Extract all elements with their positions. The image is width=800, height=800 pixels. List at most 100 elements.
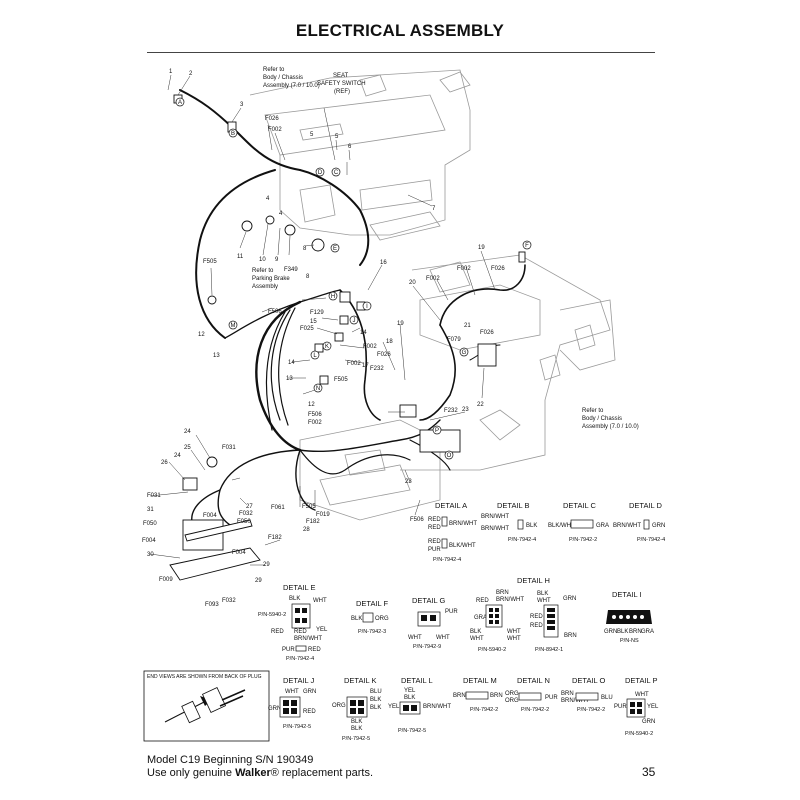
detail-a-wire-4: RED xyxy=(428,539,441,545)
starter xyxy=(419,429,461,453)
ignition-part xyxy=(284,224,296,236)
fcode-f002d: F002 xyxy=(363,344,377,350)
refer-body-right-1: Refer to xyxy=(582,408,604,414)
detail-h2-wire-6: BRN xyxy=(564,633,577,639)
detail-f: DETAIL F BLK ORG P/N-7942-3 xyxy=(351,599,389,635)
fcode-f182a: F182 xyxy=(306,519,320,525)
fcode-f050b: F050 xyxy=(237,519,251,525)
detail-e-wire-4: RED xyxy=(294,629,307,635)
bubble-g xyxy=(459,347,469,357)
detail-g: DETAIL G PUR WHT WHT P/N-7942-9 xyxy=(408,596,458,650)
detail-n-pn: P/N-7942-2 xyxy=(521,707,549,713)
part-3: 3 xyxy=(240,102,244,108)
detail-p-wire-3: YEL xyxy=(647,704,659,710)
letter-e: E xyxy=(333,246,337,252)
plug-f xyxy=(518,251,526,263)
detail-m-pn: P/N-7942-2 xyxy=(470,707,498,713)
letter-p: P xyxy=(435,428,439,434)
detail-p-wire-2: PUR xyxy=(614,704,627,710)
wiring-harness xyxy=(179,89,526,529)
detail-p-title: DETAIL P xyxy=(625,676,658,685)
solenoid xyxy=(399,404,417,418)
detail-c-wire-2: GRA xyxy=(596,523,609,529)
detail-h-pn: P/N-5940-2 xyxy=(478,647,506,653)
fcode-f506c: F506 xyxy=(410,517,424,523)
detail-c-wire-1: BLK/WHT xyxy=(548,523,575,529)
detail-h-wire-6: WHT xyxy=(470,636,484,642)
detail-f-wire-2: ORG xyxy=(375,616,389,622)
detail-o-pn: P/N-7942-2 xyxy=(577,707,605,713)
detail-l: DETAIL L YEL BLK YEL BRN/WHT P/N-7942-5 xyxy=(388,676,451,734)
detail-i-pn: P/N-NS xyxy=(620,638,639,644)
part-12b: 12 xyxy=(308,402,315,408)
detail-c-title: DETAIL C xyxy=(563,501,597,510)
page-number: 35 xyxy=(642,765,656,779)
detail-c: DETAIL C BLK/WHT GRA P/N-7942-2 xyxy=(548,501,609,543)
detail-a-wire-2: RED xyxy=(428,525,441,531)
detail-a-wire-6: BLK/WHT xyxy=(449,543,476,549)
part-10: 10 xyxy=(259,257,266,263)
detail-b-pn: P/N-7942-4 xyxy=(508,537,536,543)
part-20: 20 xyxy=(409,280,416,286)
detail-k-wire-3: BLK xyxy=(370,705,381,711)
fcode-f232a: F232 xyxy=(370,366,384,372)
detail-d-wire-1: BRN/WHT xyxy=(613,523,641,529)
detail-k-wire-6: BLK xyxy=(351,726,362,732)
detail-m-title: DETAIL M xyxy=(463,676,497,685)
bubble-b xyxy=(228,128,238,138)
detail-h-wire-3: RED xyxy=(476,598,489,604)
detail-l-title: DETAIL L xyxy=(401,676,433,685)
detail-g-wire-1: PUR xyxy=(445,609,458,615)
detail-h2-wire-1: BLK xyxy=(537,591,548,597)
connector-n xyxy=(319,375,329,385)
detail-d-pn: P/N-7942-4 xyxy=(637,537,665,543)
detail-j-pn: P/N-7942-5 xyxy=(283,724,311,730)
connector-k xyxy=(334,332,344,342)
detail-e-wire-3: RED xyxy=(271,629,284,635)
detail-a-wire-5: PUR xyxy=(428,547,441,553)
letter-m: M xyxy=(231,323,236,329)
detail-o-title: DETAIL O xyxy=(572,676,606,685)
title-rule xyxy=(147,52,655,53)
parking-brake-1: Refer to xyxy=(252,268,274,274)
part-31: 31 xyxy=(147,507,154,513)
letter-c: C xyxy=(334,170,339,176)
end-views-note: END VIEWS ARE SHOWN FROM BACK OF PLUG xyxy=(147,674,262,680)
detail-e-wire-1: BLK xyxy=(289,596,300,602)
fcode-f009: F009 xyxy=(159,577,173,583)
part-24b: 24 xyxy=(174,453,181,459)
fcode-f004c: F004 xyxy=(232,550,246,556)
bubble-k xyxy=(322,341,332,351)
detail-h2-wire-3: GRN xyxy=(563,596,576,602)
detail-h-wire-4: GRA xyxy=(474,615,487,621)
ground-post xyxy=(207,295,217,305)
footer-model: Model C19 Beginning S/N 190349 xyxy=(147,754,314,766)
detail-a: DETAIL A RED RED BRN/WHT RED PUR BLK/WHT… xyxy=(428,501,477,563)
detail-m-wire-1: BRN xyxy=(453,693,466,699)
detail-e-wire-6: YEL xyxy=(316,627,328,633)
detail-n-wire-2: ORG xyxy=(505,698,519,704)
letter-f: F xyxy=(525,243,529,249)
detail-i-wire-3: BRN xyxy=(629,629,642,635)
bubble-h xyxy=(328,291,338,301)
detail-b-wire-1: BRN/WHT xyxy=(481,514,509,520)
fcode-f026c: F026 xyxy=(480,330,494,336)
detail-n-title: DETAIL N xyxy=(517,676,550,685)
connector-l xyxy=(314,343,324,353)
letter-h: H xyxy=(331,294,335,300)
detail-h-wire-1: BRN xyxy=(496,590,509,596)
part-30: 30 xyxy=(147,552,154,558)
part-14b: 14 xyxy=(288,360,295,366)
detail-c-pn: P/N-7942-2 xyxy=(569,537,597,543)
footer-note-prefix: Use only genuine xyxy=(147,767,236,779)
part-5a: 5 xyxy=(335,134,339,140)
part-14a: 14 xyxy=(360,330,367,336)
letter-n: N xyxy=(316,386,320,392)
fcode-f002a: F002 xyxy=(268,127,282,133)
detail-g-wire-3: WHT xyxy=(436,635,450,641)
footer-note-suffix: ® replacement parts. xyxy=(270,767,373,779)
detail-l-wire-2: BLK xyxy=(404,695,415,701)
fcode-f079: F079 xyxy=(447,337,461,343)
detail-m: DETAIL M BRN BRN P/N-7942-2 xyxy=(453,676,503,713)
